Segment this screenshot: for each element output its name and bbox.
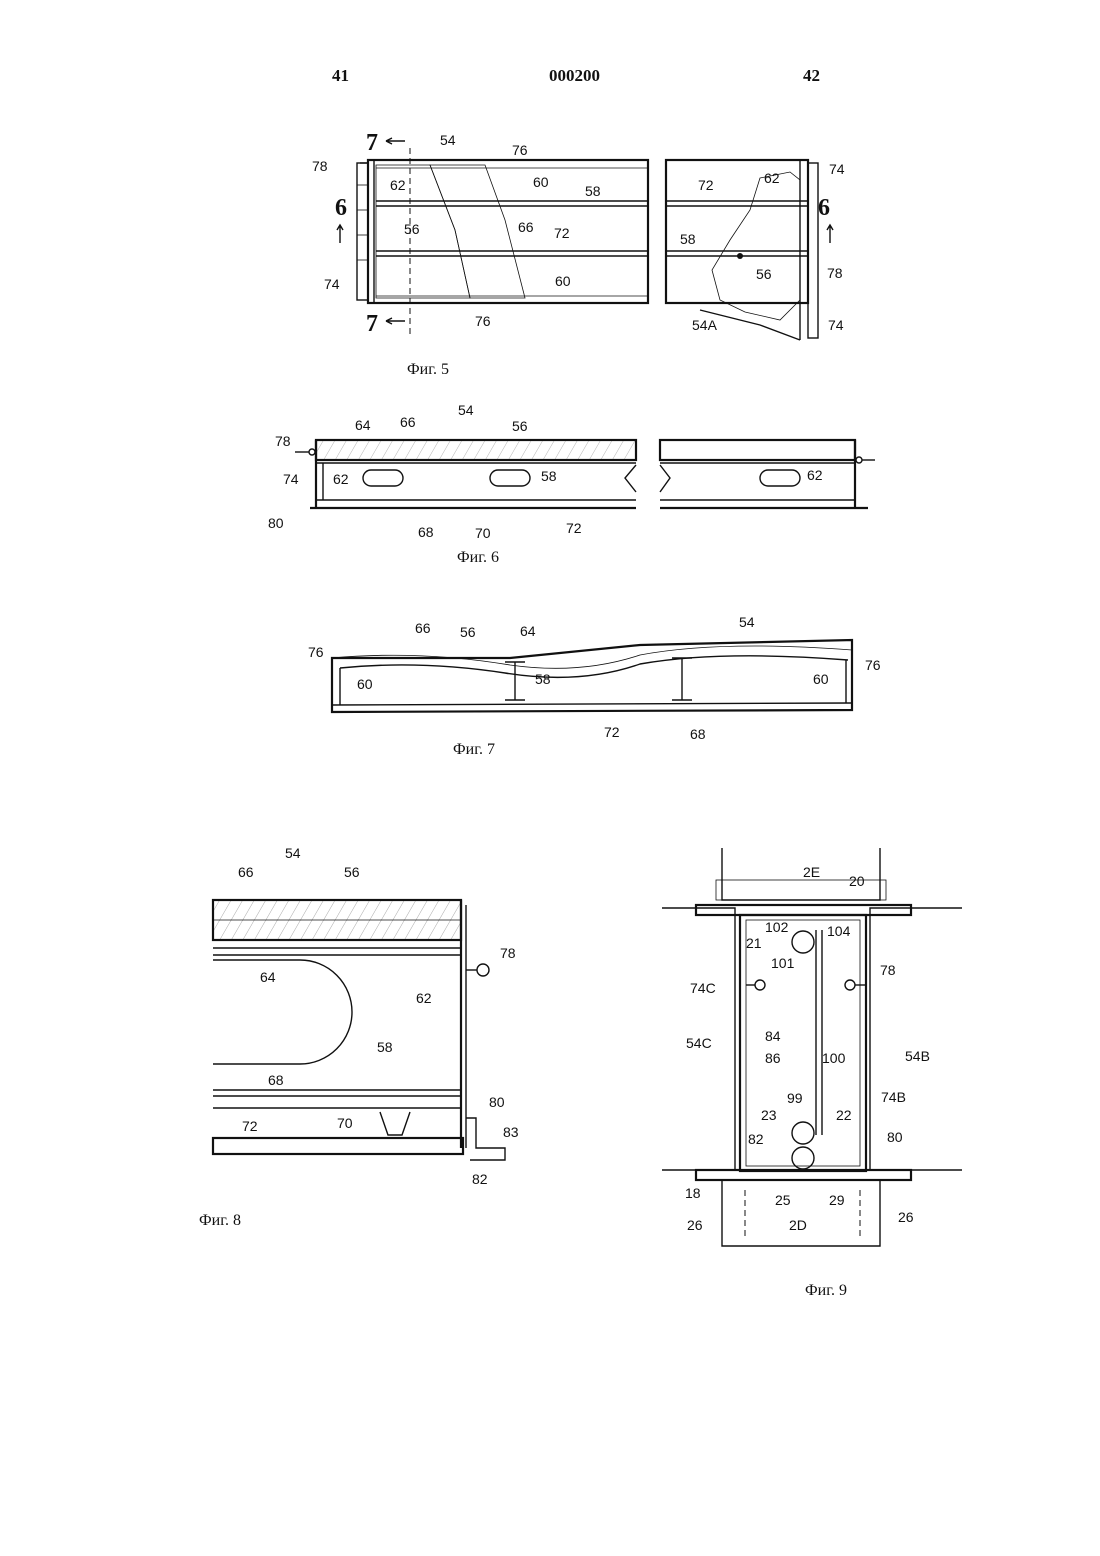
label: 104 [827, 923, 851, 939]
label: 100 [822, 1050, 846, 1066]
label: 84 [765, 1028, 781, 1044]
label: 101 [771, 955, 795, 971]
label: 23 [761, 1107, 777, 1123]
label: 102 [765, 919, 789, 935]
label: 82 [748, 1131, 764, 1147]
label: 22 [836, 1107, 852, 1123]
label: 74B [881, 1089, 906, 1105]
label: 26 [898, 1209, 914, 1225]
label: 2D [789, 1217, 807, 1233]
label: 25 [775, 1192, 791, 1208]
label: 54B [905, 1048, 930, 1064]
label: 99 [787, 1090, 803, 1106]
label: 74C [690, 980, 716, 996]
label: 26 [687, 1217, 703, 1233]
label: 80 [887, 1129, 903, 1145]
label: 21 [746, 935, 762, 951]
label: 86 [765, 1050, 781, 1066]
label: 2E [803, 864, 820, 880]
label: 18 [685, 1185, 701, 1201]
label: 78 [880, 962, 896, 978]
label: 29 [829, 1192, 845, 1208]
fig9-labels: 2E 20 102 104 21 101 74C 78 54C 84 86 10… [685, 864, 930, 1233]
label: 20 [849, 873, 865, 889]
label: 54C [686, 1035, 712, 1051]
